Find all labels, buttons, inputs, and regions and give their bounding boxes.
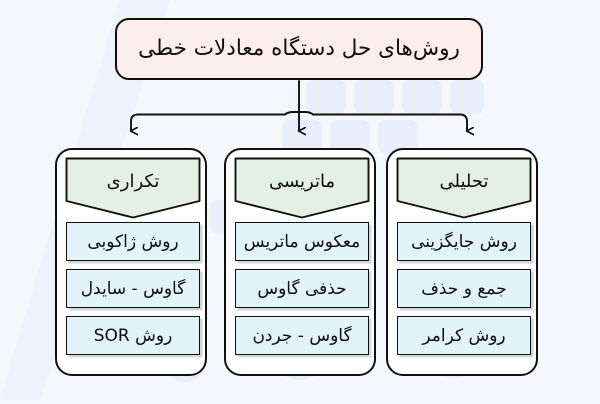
branch-item[interactable]: روش ژاکوبی [66,222,200,261]
branch-header-label: ماتریسی [268,170,336,192]
branch-header-label: تکراری [106,170,160,192]
branch-item[interactable]: جمع و حذف [397,269,531,308]
branch-item[interactable]: روش کرامر [397,316,531,355]
branch-items-list: روش جایگزینی جمع و حذف روش کرامر [397,222,531,355]
branch-card-tahlili[interactable]: تحلیلی روش جایگزینی جمع و حذف روش کرامر [386,148,538,376]
branch-items-list: معکوس ماتریس حذفی گاوس گاوس - جردن [235,222,369,355]
branch-items-list: روش ژاکوبی گاوس - سایدل روش SOR [66,222,200,355]
branch-item[interactable]: گاوس - سایدل [66,269,200,308]
branch-card-matrisi[interactable]: ماتریسی معکوس ماتریس حذفی گاوس گاوس - جر… [224,148,376,376]
branch-header-banner: تکراری [65,157,201,219]
branch-header-label: تحلیلی [439,170,489,192]
branch-item[interactable]: روش SOR [66,316,200,355]
branch-item[interactable]: روش جایگزینی [397,222,531,261]
branch-item[interactable]: معکوس ماتریس [235,222,369,261]
branch-item[interactable]: حذفی گاوس [235,269,369,308]
branch-header-banner: تحلیلی [396,157,532,219]
branch-card-takrari[interactable]: تکراری روش ژاکوبی گاوس - سایدل روش SOR [55,148,207,376]
branch-header-banner: ماتریسی [234,157,370,219]
branch-item[interactable]: گاوس - جردن [235,316,369,355]
root-title-box: روش‌های حل دستگاه معادلات خطی [115,18,483,80]
root-title-text: روش‌های حل دستگاه معادلات خطی [138,35,460,61]
